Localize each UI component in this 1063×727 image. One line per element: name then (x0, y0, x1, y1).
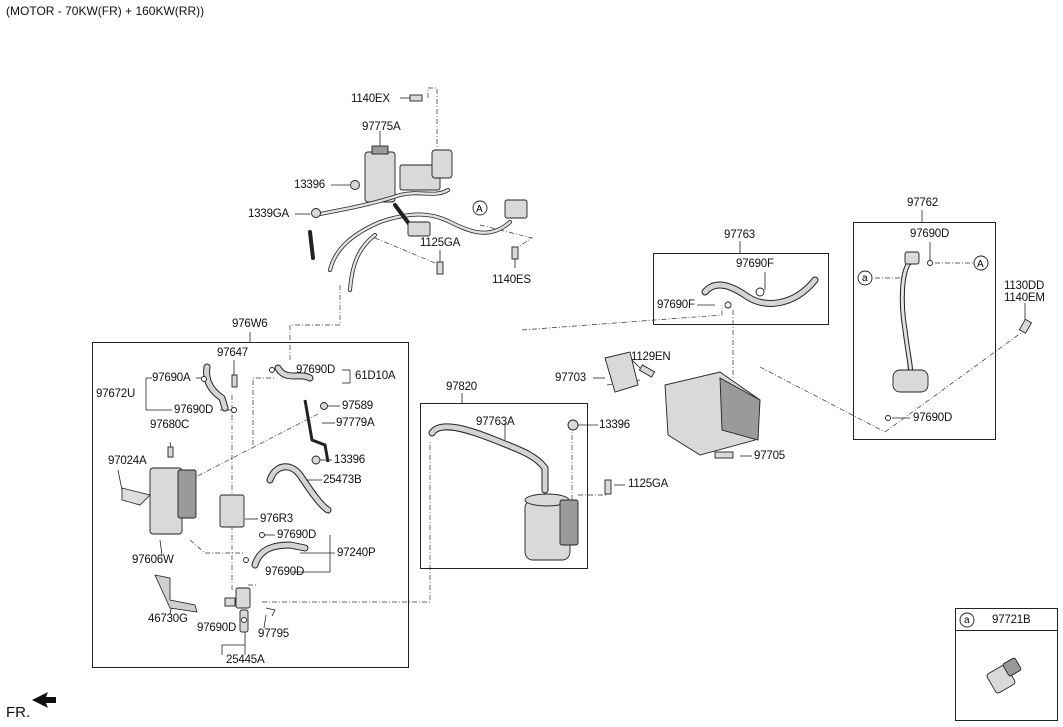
label-97775a: 97775A (362, 121, 401, 133)
callout-a-2: a (964, 615, 970, 626)
label-97762: 97762 (907, 197, 938, 209)
label-97779a: 97779A (336, 417, 375, 429)
oring-markers (201, 260, 933, 623)
legend-box-97721b (955, 608, 1058, 721)
callout-A-1: A (476, 204, 483, 215)
label-97763: 97763 (724, 229, 755, 241)
label-97690d-bottom: 97690D (197, 622, 237, 634)
label-97703: 97703 (555, 372, 586, 384)
label-97240p: 97240P (337, 547, 376, 559)
label-13396-right: 13396 (599, 419, 630, 431)
legend-box-header-line (955, 630, 1058, 631)
group-box-976w6 (92, 342, 409, 668)
label-97795: 97795 (258, 628, 289, 640)
label-97721b: 97721B (992, 614, 1031, 626)
label-97589: 97589 (342, 400, 373, 412)
label-46730g: 46730G (148, 613, 188, 625)
label-97606w: 97606W (132, 554, 174, 566)
callout-a-1: a (862, 273, 868, 284)
front-arrow-icon (32, 692, 56, 708)
label-97690d-right-2: 97690D (913, 412, 953, 424)
front-direction-label: FR. (6, 704, 31, 721)
label-1140ex: 1140EX (351, 93, 390, 105)
label-97690d-mid-2: 97690D (265, 566, 305, 578)
label-97690d-left-2: 97690D (296, 364, 336, 376)
hose-97763 (701, 276, 819, 307)
label-1129en: 1129EN (631, 351, 671, 363)
diagram-title: (MOTOR - 70KW(FR) + 160KW(RR)) (6, 4, 205, 18)
callout-symbols: A a A a (472, 200, 989, 628)
label-976w6: 976W6 (232, 318, 268, 330)
label-97690d-left-1: 97690D (174, 404, 214, 416)
label-97705: 97705 (754, 450, 785, 462)
label-13396-top: 13396 (294, 179, 325, 191)
callout-A-2: A (977, 259, 984, 270)
label-1130dd: 1130DD (1004, 280, 1045, 292)
pressure-sensor-97721b (986, 657, 1022, 694)
label-1140em: 1140EM (1004, 292, 1045, 304)
label-97690f-1: 97690F (736, 258, 774, 270)
label-97672u: 97672U (96, 388, 136, 400)
compressor-assembly (604, 351, 761, 456)
label-97820: 97820 (446, 381, 477, 393)
label-97680c: 97680C (150, 419, 190, 431)
label-1125ga-top: 1125GA (420, 237, 461, 249)
accumulator-97820 (428, 423, 579, 561)
hose-97762 (892, 251, 929, 393)
label-61d10a: 61D10A (355, 370, 396, 382)
group-box-97820 (420, 403, 588, 569)
wiring-harness-97775a (308, 145, 528, 292)
chiller-assembly (121, 363, 332, 633)
label-97024a: 97024A (108, 455, 147, 467)
label-25473b: 25473B (323, 474, 362, 486)
label-97690f-2: 97690F (657, 299, 695, 311)
label-13396-mid: 13396 (334, 454, 365, 466)
label-1125ga-right: 1125GA (628, 478, 669, 490)
label-97763a: 97763A (476, 416, 515, 428)
label-976r3: 976R3 (260, 513, 293, 525)
label-97647: 97647 (217, 347, 248, 359)
group-box-97762 (853, 222, 996, 440)
fasteners (167, 94, 1033, 495)
label-97690a: 97690A (152, 372, 191, 384)
label-97690d-mid-1: 97690D (277, 529, 317, 541)
label-1339ga: 1339GA (248, 208, 289, 220)
label-25445a: 25445A (226, 654, 265, 666)
label-1140es: 1140ES (492, 274, 531, 286)
group-box-97763 (653, 253, 829, 325)
label-97690d-right-1: 97690D (910, 228, 950, 240)
